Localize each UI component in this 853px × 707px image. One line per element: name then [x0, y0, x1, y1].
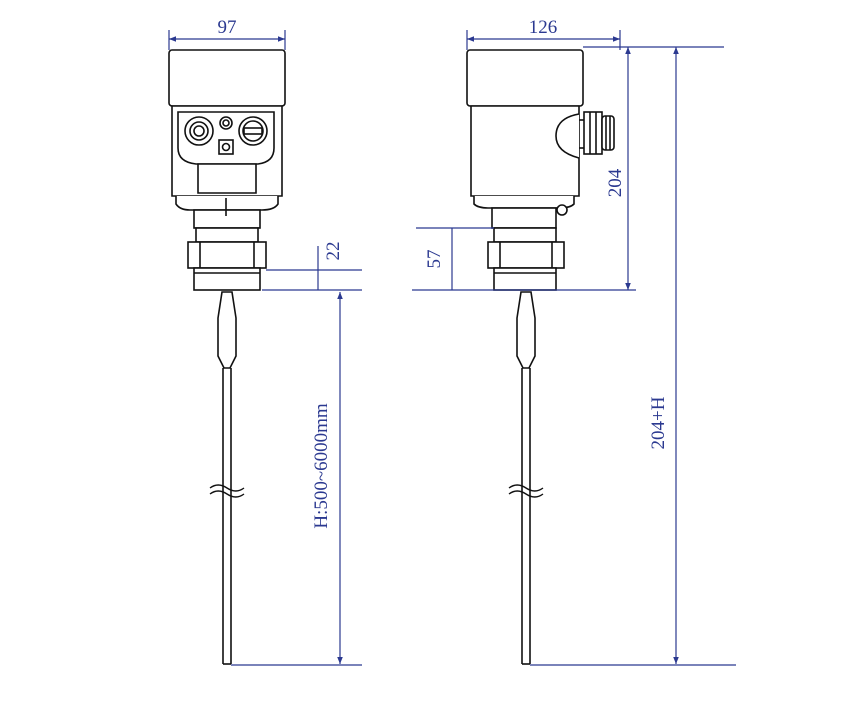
front-thread — [193, 267, 261, 291]
display-panel — [177, 111, 275, 165]
cable-gland-cap — [601, 115, 615, 151]
front-neck-lower — [193, 209, 261, 229]
front-rod-break-2 — [209, 490, 245, 498]
dim-204h-label: 204+H — [648, 396, 669, 449]
dim-204-label: 204 — [605, 168, 626, 197]
left-knob-inner — [189, 121, 209, 141]
side-thread — [493, 267, 557, 291]
cable-gland-nut — [583, 111, 603, 155]
side-probe-weight — [516, 291, 536, 369]
side-housing-cap — [466, 49, 584, 107]
left-knob — [184, 116, 214, 146]
dim-97-label: 97 — [218, 17, 237, 38]
front-probe-weight — [217, 291, 237, 369]
square-button — [218, 139, 234, 155]
status-led — [219, 116, 233, 130]
right-knob — [238, 116, 268, 146]
side-neck-lower — [491, 207, 557, 229]
cable-gland-boss — [555, 113, 580, 159]
dim-126-label: 126 — [529, 17, 558, 38]
front-view — [168, 49, 286, 665]
front-nut-top — [195, 227, 259, 243]
side-rod-break-1 — [508, 484, 544, 492]
dimension-lines — [168, 30, 736, 666]
side-screw — [556, 204, 568, 216]
left-knob-core — [193, 125, 205, 137]
front-neck — [175, 196, 279, 211]
dim-57-label: 57 — [424, 250, 445, 269]
front-housing-cap — [168, 49, 286, 107]
right-knob-inner — [242, 120, 264, 142]
side-rod-break-2 — [508, 490, 544, 498]
front-nut — [187, 241, 267, 269]
square-button-dot — [221, 142, 231, 152]
status-led-inner — [222, 119, 230, 127]
side-view — [466, 49, 615, 665]
panel-lower-block — [197, 163, 257, 194]
dim-h-label: H:500~6000mm — [311, 403, 332, 529]
side-nut-top — [493, 227, 557, 243]
dimension-labels: 97 126 22 H:500~6000mm 57 204 204+H — [218, 17, 670, 529]
side-housing-body — [470, 105, 580, 197]
dim-22-label: 22 — [323, 242, 344, 261]
front-rod-break-1 — [209, 484, 245, 492]
right-knob-slot — [243, 127, 263, 135]
